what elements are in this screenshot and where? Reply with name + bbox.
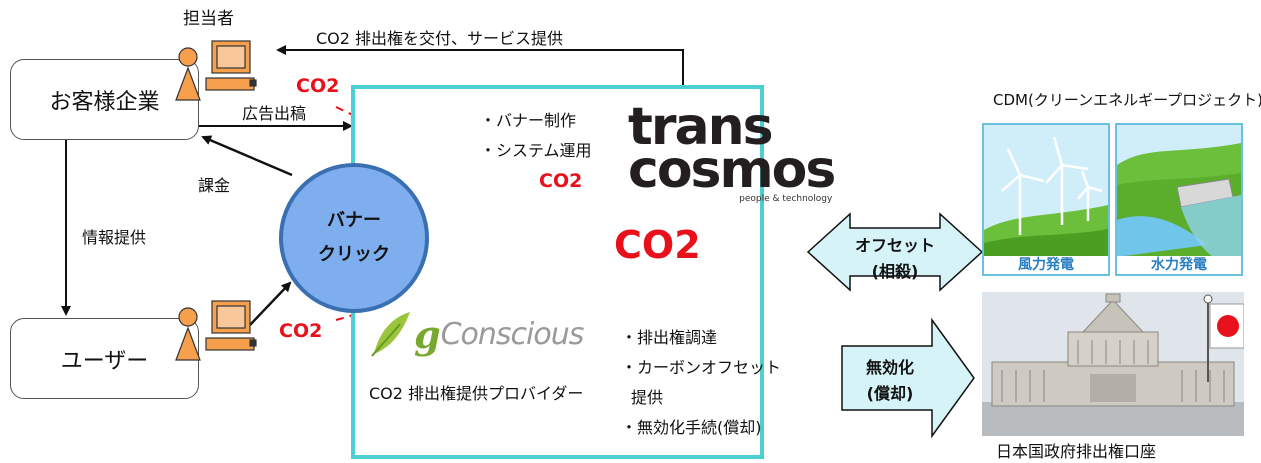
billing-label: 課金	[198, 176, 231, 195]
transcosmos-services: ・バナー制作 ・システム運用	[480, 106, 592, 166]
co2-label-top-left: CO2	[296, 75, 340, 97]
logo-tagline: people & technology	[739, 194, 833, 205]
click-label: クリック	[318, 244, 390, 265]
service-banner: ・バナー制作	[480, 111, 577, 130]
gconscious-caption: CO2 排出権提供プロバイダー	[369, 384, 584, 403]
transcosmos-logo: trans cosmos people & technology	[628, 97, 836, 205]
co2-issue-arrow	[276, 45, 684, 85]
offset-line1: オフセット	[854, 236, 935, 255]
customer-label: お客様企業	[49, 89, 160, 115]
void-line2: (償却)	[866, 384, 914, 403]
dam-icon	[1117, 125, 1241, 257]
wind-turbine-icon	[984, 125, 1108, 257]
staff-person-pc-icon	[175, 40, 257, 101]
void-line1: 無効化	[865, 358, 914, 377]
diet-building-icon	[982, 292, 1244, 436]
offset-line2: (相殺)	[871, 262, 919, 281]
billing-arrow	[201, 135, 293, 177]
user-box: ユーザー	[10, 318, 199, 399]
wind-power-panel: 風力発電	[982, 123, 1110, 276]
service-void: ・無効化手続(償却)	[621, 418, 762, 437]
government-caption: 日本国政府排出権口座	[996, 442, 1157, 461]
offset-arrow-label: オフセット (相殺)	[848, 233, 942, 285]
user-person-pc-icon	[175, 300, 257, 361]
logo-conscious: Conscious	[440, 316, 585, 352]
service-offset-cont: 提供	[631, 388, 664, 407]
service-offset: ・カーボンオフセット	[621, 358, 782, 377]
logo-cosmos: cosmos	[628, 139, 836, 200]
customer-box: お客様企業	[10, 59, 199, 140]
ad-placement-label: 広告出稿	[242, 104, 307, 123]
co2-label-bottom-left: CO2	[279, 320, 323, 342]
gconscious-services: ・排出権調達 ・カーボンオフセット 提供 ・無効化手続(償却)	[621, 323, 781, 443]
banner-label: バナー	[327, 209, 381, 231]
hydro-power-panel: 水力発電	[1115, 123, 1243, 276]
void-arrow	[841, 317, 975, 439]
gconscious-logo: g Conscious	[370, 310, 585, 358]
logo-g: g	[414, 311, 441, 357]
user-to-banner-arrow	[249, 281, 292, 326]
void-arrow-label: 無効化 (償却)	[846, 355, 934, 407]
co2-label-center-big: CO2	[614, 223, 701, 267]
hydro-label: 水力発電	[1117, 256, 1241, 274]
person-label: 担当者	[183, 9, 234, 29]
wind-label: 風力発電	[984, 256, 1108, 274]
cdm-title: CDM(クリーンエネルギープロジェクト)	[993, 91, 1261, 109]
government-building-image	[982, 292, 1244, 436]
user-label: ユーザー	[60, 348, 149, 374]
banner-click-circle: バナー クリック	[279, 163, 429, 313]
service-procure: ・排出権調達	[621, 328, 718, 347]
co2-issue-label: CO2 排出権を交付、サービス提供	[316, 29, 564, 48]
info-label: 情報提供	[82, 228, 147, 247]
co2-label-center-small: CO2	[539, 170, 583, 192]
logo-trans: trans	[628, 97, 774, 157]
service-system: ・システム運用	[480, 141, 592, 160]
leaf-icon	[371, 312, 410, 357]
